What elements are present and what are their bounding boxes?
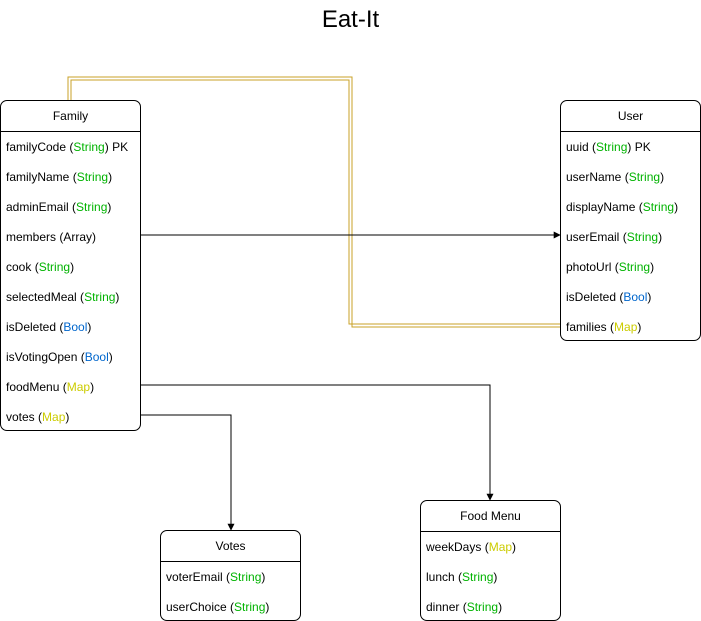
field-user-name: userName (String) — [566, 170, 665, 184]
primary-key-marker: PK — [634, 140, 651, 154]
field-type: Bool — [623, 290, 648, 304]
field-name: displayName — [566, 200, 636, 214]
field-votes: votes (Map) — [6, 410, 70, 424]
field-name: voterEmail — [166, 570, 223, 584]
field-type: String — [84, 290, 116, 304]
field-families: families (Map) — [566, 320, 642, 334]
field-name: isDeleted — [566, 290, 617, 304]
field-type: String — [234, 600, 266, 614]
field-cook: cook (String) — [6, 260, 75, 274]
field-name: dinner — [426, 600, 460, 614]
entity-header: Family — [1, 101, 140, 132]
field-type: Map — [488, 540, 513, 554]
field-name: userName — [566, 170, 622, 184]
field-display-name: displayName (String) — [566, 200, 679, 214]
field-type: String — [626, 230, 659, 244]
field-name: families — [566, 320, 607, 334]
field-selected-meal: selectedMeal (String) — [6, 290, 120, 304]
field-family-code: familyCode (String) PK — [6, 140, 129, 154]
field-name: members — [6, 230, 57, 244]
entity-header: User — [561, 101, 700, 132]
field-is-deleted: isDeleted (Bool) — [6, 320, 92, 334]
field-name: isVotingOpen — [6, 350, 78, 364]
field-lunch: lunch (String) — [426, 570, 498, 584]
field-type: Array — [63, 230, 93, 244]
field-user-choice: userChoice (String) — [166, 600, 270, 614]
field-uuid: uuid (String) PK — [566, 140, 651, 154]
field-type: String — [618, 260, 651, 274]
field-type: Bool — [63, 320, 88, 334]
field-name: lunch — [426, 570, 455, 584]
field-is-voting-open: isVotingOpen (Bool) — [6, 350, 113, 364]
field-type: String — [466, 600, 499, 614]
entity-family[interactable]: Family familyCode (String) PK familyName … — [0, 100, 141, 431]
field-type: String — [596, 140, 628, 154]
field-name: familyName — [6, 170, 70, 184]
field-name: familyCode — [6, 140, 67, 154]
field-type: String — [628, 170, 661, 184]
primary-key-marker: PK — [112, 140, 129, 154]
field-food-menu: foodMenu (Map) — [6, 380, 95, 394]
diagram-title: Eat-It — [321, 6, 380, 33]
entity-fields: weekDays (Map) lunch (String) dinner (Stri… — [421, 532, 560, 620]
field-members: members (Array) — [6, 230, 97, 244]
field-type: String — [76, 170, 109, 184]
field-type: String — [38, 260, 71, 274]
field-name: votes — [6, 410, 35, 424]
field-name: photoUrl — [566, 260, 612, 274]
entity-food-menu[interactable]: Food Menu weekDays (Map) lunch (String) di… — [420, 500, 561, 621]
field-name: adminEmail — [6, 200, 69, 214]
field-admin-email: adminEmail (String) — [6, 200, 112, 214]
family-user-families-link — [67, 76, 561, 328]
field-name: selectedMeal — [6, 290, 77, 304]
field-name: cook — [6, 260, 32, 274]
field-name: uuid — [566, 140, 589, 154]
votes-to-votes-arrow — [140, 414, 235, 531]
field-type: Bool — [84, 350, 109, 364]
entity-votes[interactable]: Votes voterEmail (String) userChoice (Str… — [160, 530, 301, 621]
entity-fields: voterEmail (String) userChoice (String) — [161, 562, 300, 620]
entity-fields: uuid (String) PK userName (String) display… — [561, 132, 700, 340]
entity-header: Votes — [161, 531, 300, 562]
field-name: foodMenu — [6, 380, 60, 394]
entity-header: Food Menu — [421, 501, 560, 532]
field-voter-email: voterEmail (String) — [166, 570, 266, 584]
field-photo-url: photoUrl (String) — [566, 260, 655, 274]
field-name: isDeleted — [6, 320, 57, 334]
field-type: Map — [66, 380, 91, 394]
entity-user[interactable]: User uuid (String) PK userName (String) di… — [560, 100, 701, 341]
field-type: String — [462, 570, 494, 584]
field-type: String — [230, 570, 262, 584]
field-user-email: userEmail (String) — [566, 230, 663, 244]
field-type: Map — [42, 410, 66, 424]
field-type: Map — [614, 320, 638, 334]
field-type: String — [73, 140, 105, 154]
field-name: userEmail — [566, 230, 620, 244]
field-name: weekDays — [426, 540, 482, 554]
foodmenu-to-food-menu-arrow — [140, 384, 494, 501]
field-type: String — [642, 200, 675, 214]
entity-fields: familyCode (String) PK familyName (String… — [1, 132, 140, 430]
field-name: userChoice — [166, 600, 227, 614]
field-dinner: dinner (String) — [426, 600, 503, 614]
field-family-name: familyName (String) — [6, 170, 113, 184]
field-type: String — [76, 200, 108, 214]
field-week-days: weekDays (Map) — [426, 540, 517, 554]
field-is-deleted: isDeleted (Bool) — [566, 290, 652, 304]
